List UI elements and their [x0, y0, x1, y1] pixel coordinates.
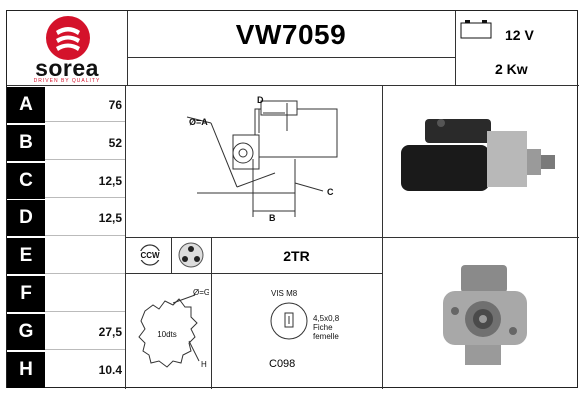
- terminal-code: C098: [269, 358, 296, 370]
- power-value: 2 Kw: [495, 61, 528, 77]
- ccw-arrow-icon: CCW: [137, 244, 163, 266]
- pinion-h-label: H: [201, 360, 207, 369]
- dim-label-b: B: [269, 213, 276, 223]
- row-letter-g: G: [7, 314, 45, 350]
- row-value-h: 10.4: [98, 363, 122, 377]
- row-letter-f: F: [7, 276, 45, 312]
- dim-label-a: Ø=A: [189, 117, 208, 127]
- dim-label-c: C: [327, 187, 334, 197]
- row-letter-d: D: [7, 200, 45, 236]
- row-value-d: 12,5: [98, 211, 122, 225]
- terminal-diagram: [270, 302, 308, 340]
- brand-name: sorea: [35, 55, 99, 81]
- row-letter-a: A: [7, 87, 45, 123]
- row-letter-e: E: [7, 238, 45, 274]
- terminal-spec-2: Fiche: [313, 323, 333, 332]
- dimension-diagram: Ø=A D C B: [186, 95, 338, 223]
- pinion-diagram: Ø=G 10dts H: [138, 288, 209, 369]
- battery-icon: [460, 20, 492, 39]
- brand-tagline: DRIVEN BY QUALITY: [33, 78, 101, 84]
- logo: sorea DRIVEN BY QUALITY: [7, 11, 127, 85]
- sorea-logo-icon: [46, 16, 90, 60]
- two-hole-flange-icon: [178, 242, 204, 268]
- reference-title: VW7059: [235, 19, 347, 50]
- row-letter-c: C: [7, 163, 45, 199]
- starter-photo-front: [443, 265, 527, 365]
- terminal-spec-1: 4,5x0,8: [313, 314, 340, 323]
- starter-photo-side: [401, 119, 555, 191]
- row-value-a: 76: [108, 98, 122, 112]
- row-letter-b: B: [7, 125, 45, 161]
- spec-sheet: sorea DRIVEN BY QUALITY VW7059 12 V 2 Kw…: [6, 10, 579, 389]
- row-value-f: [47, 276, 122, 312]
- row-letter-h: H: [7, 352, 45, 388]
- row-value-c: 12,5: [98, 174, 122, 188]
- row-value-g: 27,5: [98, 325, 122, 339]
- row-value-b: 52: [108, 136, 122, 150]
- dim-label-d: D: [257, 95, 264, 105]
- rotation-label: CCW: [140, 251, 160, 260]
- terminal-spec-3: femelle: [313, 332, 339, 341]
- row-value-e: [47, 238, 122, 274]
- pinion-g-label: Ø=G: [193, 288, 209, 297]
- mount-type: 2TR: [283, 248, 310, 264]
- terminal-title: VIS M8: [271, 289, 298, 298]
- pinion-teeth: 10dts: [157, 330, 177, 339]
- voltage-value: 12 V: [505, 27, 534, 43]
